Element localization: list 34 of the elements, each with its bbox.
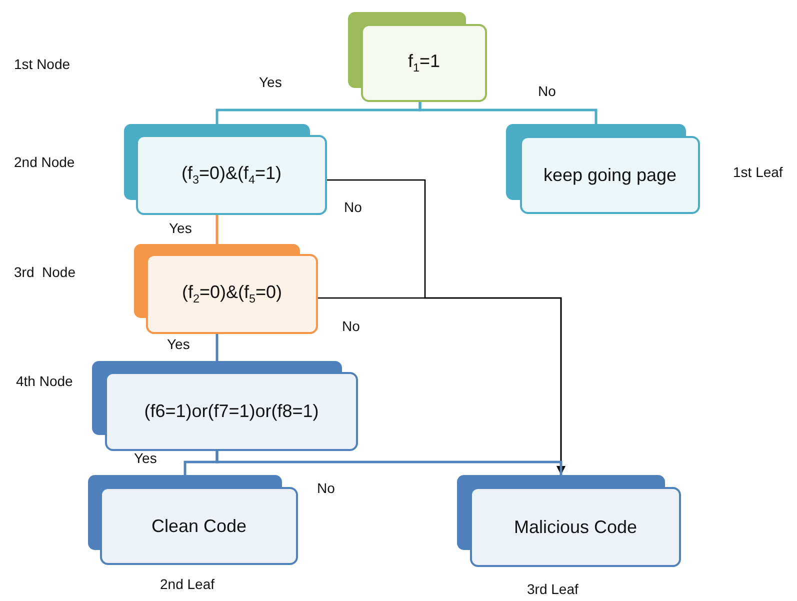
node-text: keep going page — [543, 164, 677, 186]
decision-box — [92, 361, 358, 451]
node-text: Clean Code — [151, 516, 247, 536]
decision-box — [348, 12, 487, 102]
node-text: (f$_{3}$=0)&(f$_{4}$=1) — [181, 163, 282, 187]
node-text: f$_{1}$=1 — [408, 51, 440, 75]
edge-label: Yes — [166, 336, 191, 352]
level-label: 1st Node — [14, 56, 70, 72]
connector-line — [216, 215, 218, 244]
level-label: 3rd Leaf — [527, 581, 578, 597]
edge-label: No — [316, 480, 336, 496]
level-label: 2nd Node — [14, 154, 75, 170]
edge-label: No — [537, 83, 557, 99]
level-label: 3rd Node — [14, 264, 76, 280]
level-label: 4th Node — [16, 373, 73, 389]
node-text: (f$_{2}$=0)&(f$_{5}$=0) — [182, 282, 282, 306]
level-label: 1st Leaf — [733, 164, 783, 180]
decision-box — [506, 124, 700, 214]
arrow — [318, 297, 566, 475]
edge-label: Yes — [258, 74, 283, 90]
edge-label: No — [341, 318, 361, 334]
connector-line — [418, 102, 598, 124]
edge-label: No — [343, 199, 363, 215]
edge-label: Yes — [168, 220, 193, 236]
node-text: (f6=1)or(f7=1)or(f8=1) — [144, 401, 319, 422]
connector-line — [216, 451, 562, 475]
edge-label: Yes — [133, 450, 158, 466]
connector-line — [216, 334, 218, 361]
decision-box — [88, 475, 298, 565]
level-label: 2nd Leaf — [160, 576, 214, 592]
decision-box — [124, 124, 327, 215]
decision-box — [457, 475, 681, 567]
decision-box — [134, 244, 318, 334]
node-text: Malicious Code — [514, 516, 638, 538]
